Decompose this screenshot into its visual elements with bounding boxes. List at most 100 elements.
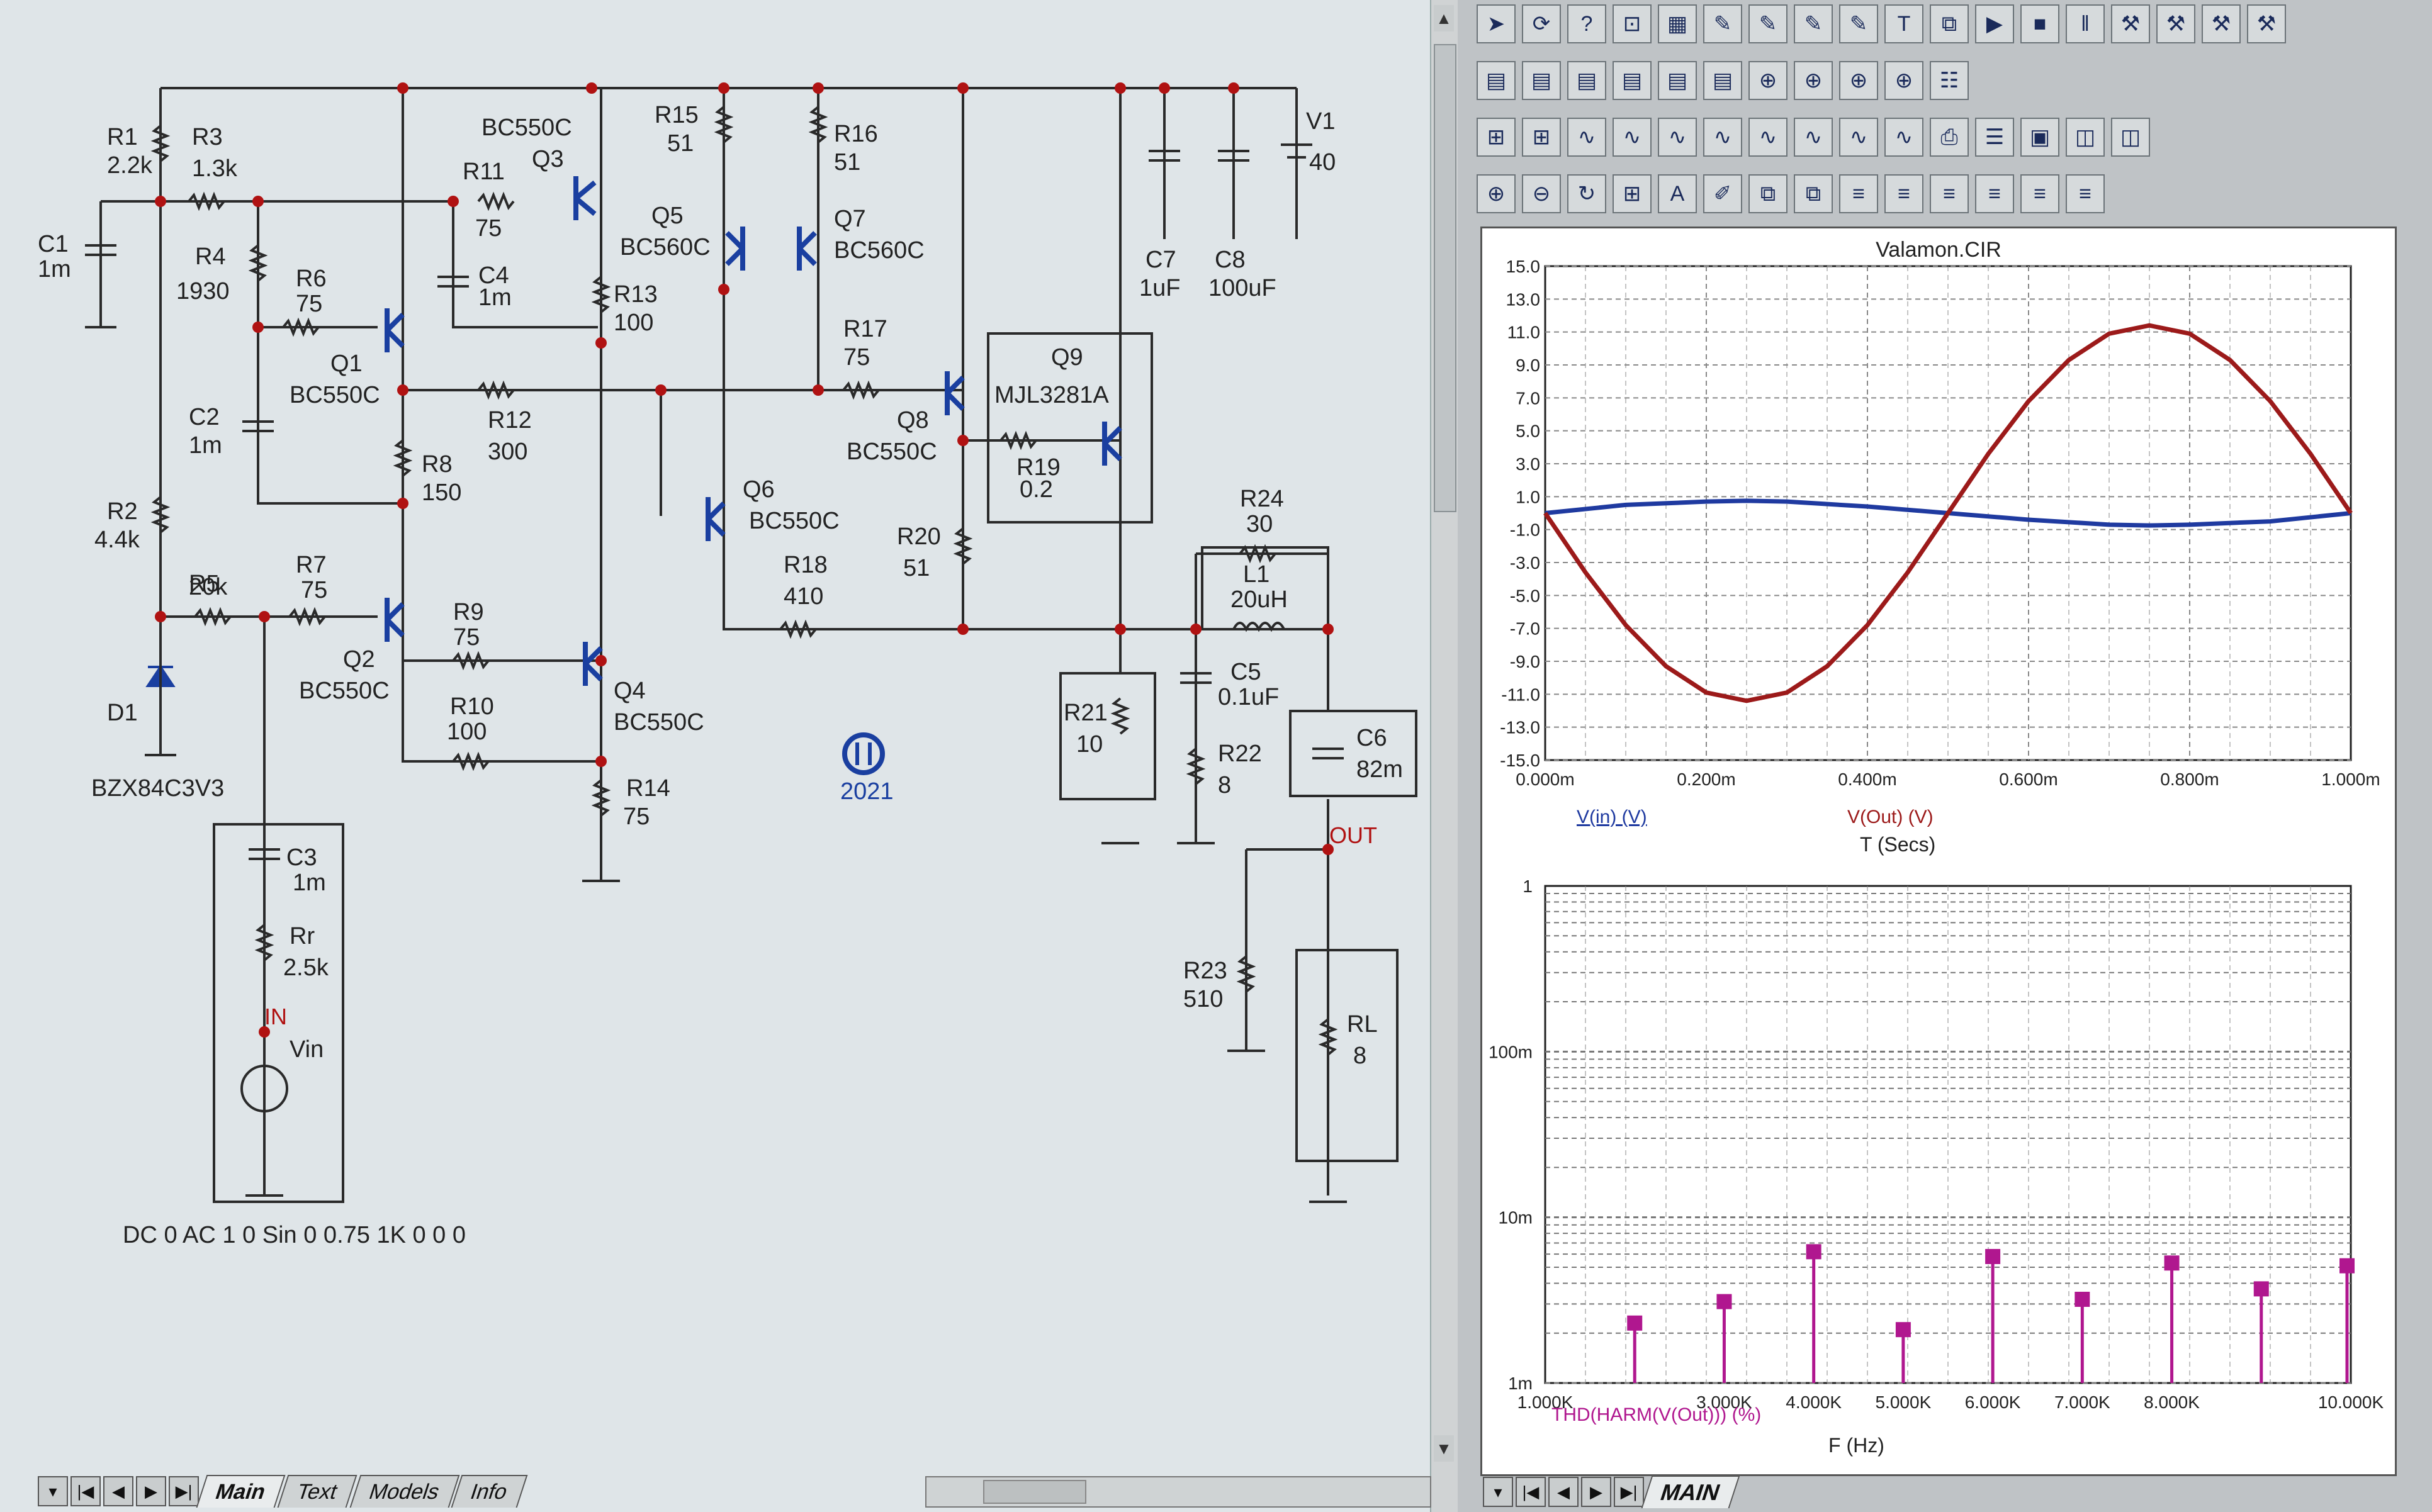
y-tick-label: 1.0 (1516, 487, 1540, 507)
component-ref: Q5 (651, 203, 684, 229)
tab-models[interactable]: Models (349, 1475, 459, 1508)
scroll-down-icon[interactable]: ▼ (1434, 1435, 1454, 1462)
wave-icon[interactable]: ∿ (1884, 118, 1923, 157)
horizontal-scrollbar[interactable] (925, 1476, 1431, 1508)
component-value: 1m (478, 284, 512, 311)
find-icon[interactable]: ⊕ (1794, 61, 1833, 100)
harmonic-legend[interactable]: THD(HARM(V(Out))) (%) (1551, 1404, 1761, 1425)
nav-next-icon[interactable]: ▶ (136, 1476, 166, 1506)
schematic-canvas[interactable]: R12.2kR31.3kC11mR41930R675Q1BC550CC21mR2… (0, 0, 1448, 1512)
rotate-icon[interactable]: ⟳ (1522, 4, 1561, 43)
edit-icon[interactable]: ✎ (1794, 4, 1833, 43)
component-value: BC550C (299, 678, 390, 704)
zoom-in-icon[interactable]: ⊕ (1477, 174, 1516, 213)
vertical-scrollbar[interactable]: ▲ ▼ (1430, 0, 1458, 1512)
nav-first-icon[interactable]: |◀ (70, 1476, 101, 1506)
table-icon[interactable]: ▤ (1567, 61, 1606, 100)
run-icon[interactable]: ▶ (1975, 4, 2014, 43)
wave-icon[interactable]: ∿ (1794, 118, 1833, 157)
nav-last-icon[interactable]: ▶| (169, 1476, 199, 1506)
scroll-thumb[interactable] (1434, 44, 1456, 512)
group-box-rl (1295, 949, 1399, 1162)
align-icon[interactable]: ≡ (2020, 174, 2059, 213)
save-icon[interactable]: ▣ (2020, 118, 2059, 157)
align-icon[interactable]: ≡ (1930, 174, 1969, 213)
find-icon[interactable]: ⊕ (1839, 61, 1878, 100)
wave-icon[interactable]: ∿ (1703, 118, 1742, 157)
align-icon[interactable]: ≡ (1884, 174, 1923, 213)
plot-nav-first-icon[interactable]: |◀ (1516, 1477, 1546, 1507)
tab-main[interactable]: Main (196, 1475, 286, 1508)
help-icon[interactable]: ? (1567, 4, 1606, 43)
wave-icon[interactable]: ∿ (1658, 118, 1697, 157)
plot-nav-prev-icon[interactable]: ◀ (1548, 1477, 1579, 1507)
edit-icon[interactable]: ✎ (1748, 4, 1787, 43)
wave-icon[interactable]: ∿ (1613, 118, 1652, 157)
chart-icon[interactable]: ▦ (1658, 4, 1697, 43)
component-ref: RL (1347, 1011, 1378, 1038)
nav-menu-icon[interactable]: ▾ (38, 1476, 68, 1506)
wave-icon[interactable]: ∿ (1839, 118, 1878, 157)
component-value: 100uF (1208, 275, 1276, 301)
align-icon[interactable]: ≡ (1975, 174, 2014, 213)
grid-icon[interactable]: ⊞ (1522, 118, 1561, 157)
scope-icon[interactable]: ◫ (2111, 118, 2150, 157)
tool-icon[interactable]: ⚒ (2156, 4, 2195, 43)
copy-icon[interactable]: ⧉ (1930, 4, 1969, 43)
legend-vout[interactable]: V(Out) (V) (1847, 807, 1934, 827)
component-ref: Q3 (532, 146, 564, 172)
pause-icon[interactable]: ‖ (2066, 4, 2105, 43)
table-icon[interactable]: ▤ (1522, 61, 1561, 100)
resistor-r23 (1236, 955, 1256, 993)
y-tick-label: 1 (1523, 876, 1533, 896)
props-icon[interactable]: ☷ (1930, 61, 1969, 100)
table-icon[interactable]: ▤ (1703, 61, 1742, 100)
tool-icon[interactable]: ⚒ (2247, 4, 2286, 43)
grid-icon[interactable]: ⊞ (1613, 174, 1652, 213)
hscroll-thumb[interactable] (983, 1480, 1086, 1504)
table-icon[interactable]: ▤ (1477, 61, 1516, 100)
color-icon[interactable]: ✐ (1703, 174, 1742, 213)
print-icon[interactable]: ⎙ (1930, 118, 1969, 157)
wave-icon[interactable]: ∿ (1567, 118, 1606, 157)
wave-icon[interactable]: ∿ (1748, 118, 1787, 157)
zoom-box-icon[interactable]: ⊡ (1613, 4, 1652, 43)
tool-icon[interactable]: ⚒ (2111, 4, 2150, 43)
tab-info[interactable]: Info (451, 1475, 528, 1508)
find-icon[interactable]: ⊕ (1748, 61, 1787, 100)
table-icon[interactable]: ▤ (1658, 61, 1697, 100)
align-icon[interactable]: ≡ (1839, 174, 1878, 213)
edit-icon[interactable]: ✎ (1839, 4, 1878, 43)
edit-icon[interactable]: ✎ (1703, 4, 1742, 43)
list-icon[interactable]: ☰ (1975, 118, 2014, 157)
plot-nav-next-icon[interactable]: ▶ (1581, 1477, 1611, 1507)
component-ref: R9 (453, 599, 484, 625)
find-icon[interactable]: ⊕ (1884, 61, 1923, 100)
copy-icon[interactable]: ⧉ (1748, 174, 1787, 213)
scope-icon[interactable]: ◫ (2066, 118, 2105, 157)
stop-icon[interactable]: ■ (2020, 4, 2059, 43)
align-icon[interactable]: ≡ (2066, 174, 2105, 213)
table-icon[interactable]: ▤ (1613, 61, 1652, 100)
text-icon[interactable]: T (1884, 4, 1923, 43)
copy-icon[interactable]: ⧉ (1794, 174, 1833, 213)
arrow-icon[interactable]: ➤ (1477, 4, 1516, 43)
tab-text[interactable]: Text (278, 1475, 358, 1508)
component-value: 40 (1309, 149, 1336, 176)
tool-icon[interactable]: ⚒ (2202, 4, 2241, 43)
refresh-icon[interactable]: ↻ (1567, 174, 1606, 213)
legend-vin[interactable]: V(in) (V) (1577, 807, 1647, 827)
zoom-out-icon[interactable]: ⊖ (1522, 174, 1561, 213)
plot-nav-menu-icon[interactable]: ▾ (1483, 1477, 1513, 1507)
font-icon[interactable]: A (1658, 174, 1697, 213)
net-label-out: OUT (1329, 822, 1377, 848)
tab-plot-main[interactable]: MAIN (1641, 1476, 1740, 1508)
scroll-up-icon[interactable]: ▲ (1434, 5, 1454, 31)
grid-icon[interactable]: ⊞ (1477, 118, 1516, 157)
plot-nav-last-icon[interactable]: ▶| (1614, 1477, 1644, 1507)
nav-prev-icon[interactable]: ◀ (103, 1476, 133, 1506)
component-value: 510 (1183, 986, 1223, 1012)
plot-canvas[interactable]: Valamon.CIR 15.013.011.09.07.05.03.01.0-… (1482, 228, 2395, 1474)
